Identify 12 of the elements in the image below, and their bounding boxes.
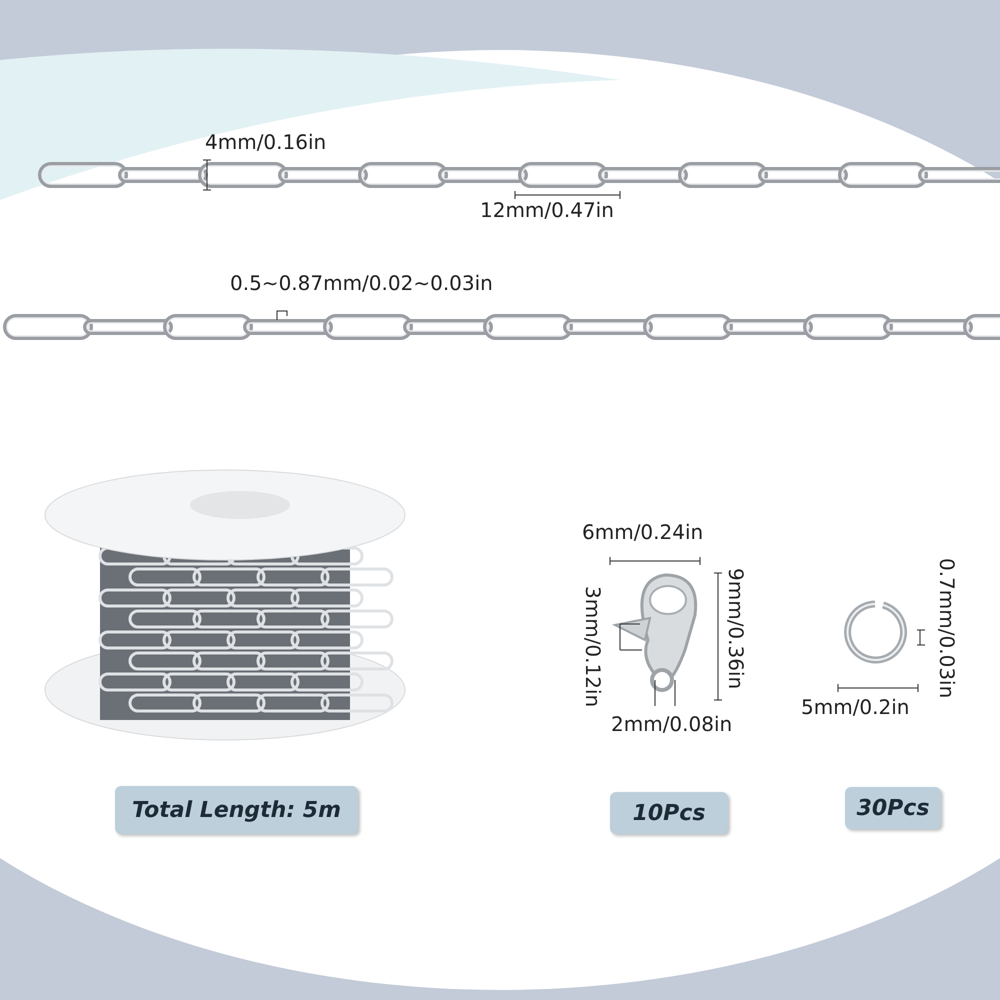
dimension-label: 0.7mm/0.03in: [937, 558, 957, 698]
dimension-label: 12mm/0.47in: [480, 200, 614, 220]
dimension-label: 6mm/0.24in: [582, 522, 704, 542]
caption-badge: 30Pcs: [845, 787, 941, 829]
dimension-label: 5mm/0.2in: [801, 697, 910, 717]
dimension-label: 0.5~0.87mm/0.02~0.03in: [230, 273, 493, 293]
caption-badge: 10Pcs: [610, 792, 728, 834]
caption-badge: Total Length: 5m: [115, 786, 358, 834]
dimension-label: 4mm/0.16in: [205, 132, 326, 152]
dimension-label: 3mm/0.12in: [583, 586, 603, 708]
dimension-label: 9mm/0.36in: [726, 568, 746, 690]
dimension-label: 2mm/0.08in: [611, 714, 732, 734]
